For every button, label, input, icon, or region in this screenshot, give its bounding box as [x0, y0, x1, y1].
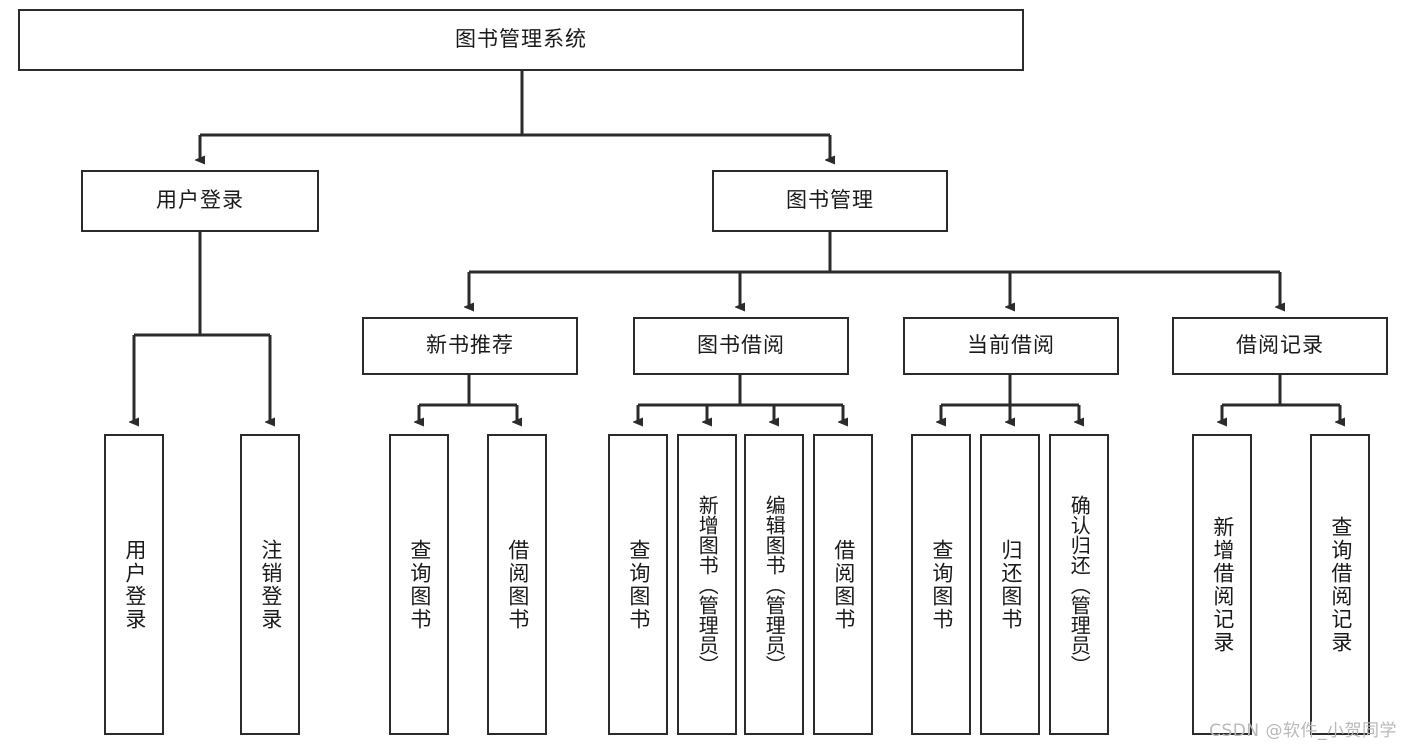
node-label: 用户登录 — [156, 188, 244, 213]
node-label: 当前借阅 — [967, 333, 1055, 358]
csdn-watermark: CSDN @软件_小贺同学 — [1209, 721, 1397, 741]
node-borrow-record[interactable]: 借阅记录 — [1172, 317, 1388, 375]
node-label: 图书管理 — [786, 188, 874, 213]
leaf-query-book-current[interactable]: 查询图书 — [911, 434, 971, 735]
node-label: 查询借阅记录 — [1328, 515, 1353, 654]
leaf-add-borrow-record[interactable]: 新增借阅记录 — [1192, 434, 1252, 735]
node-label: 新增借阅记录 — [1210, 515, 1235, 654]
leaf-query-borrow-record[interactable]: 查询借阅记录 — [1310, 434, 1370, 735]
node-label: 归还图书 — [998, 538, 1023, 631]
leaf-edit-book-admin[interactable]: 编辑图书（管理员） — [744, 434, 804, 735]
node-label: 用户登录 — [122, 538, 147, 631]
leaf-user-logout[interactable]: 注销登录 — [240, 434, 300, 735]
node-new-book-recommend[interactable]: 新书推荐 — [362, 317, 578, 375]
node-label: 图书借阅 — [697, 333, 785, 358]
node-label: 确认归还（管理员） — [1067, 494, 1092, 675]
node-book-borrow[interactable]: 图书借阅 — [633, 317, 849, 375]
node-user-login[interactable]: 用户登录 — [81, 170, 319, 232]
node-current-borrow[interactable]: 当前借阅 — [903, 317, 1119, 375]
leaf-borrow-book-recommend[interactable]: 借阅图书 — [487, 434, 547, 735]
node-root-system[interactable]: 图书管理系统 — [18, 9, 1024, 71]
node-label: 借阅图书 — [505, 538, 530, 631]
node-label: 编辑图书（管理员） — [762, 494, 787, 675]
leaf-confirm-return-admin[interactable]: 确认归还（管理员） — [1049, 434, 1109, 735]
node-label: 借阅图书 — [831, 538, 856, 631]
node-label: 注销登录 — [258, 538, 283, 631]
node-label: 新增图书（管理员） — [695, 494, 720, 675]
node-book-management[interactable]: 图书管理 — [712, 170, 948, 232]
leaf-user-login[interactable]: 用户登录 — [104, 434, 164, 735]
node-label: 查询图书 — [626, 538, 651, 631]
leaf-query-book-borrow[interactable]: 查询图书 — [608, 434, 668, 735]
node-label: 借阅记录 — [1236, 333, 1324, 358]
leaf-return-book[interactable]: 归还图书 — [980, 434, 1040, 735]
node-label: 查询图书 — [929, 538, 954, 631]
leaf-add-book-admin[interactable]: 新增图书（管理员） — [677, 434, 737, 735]
leaf-borrow-book[interactable]: 借阅图书 — [813, 434, 873, 735]
leaf-query-book-recommend[interactable]: 查询图书 — [389, 434, 449, 735]
node-label: 图书管理系统 — [455, 27, 587, 52]
node-label: 查询图书 — [407, 538, 432, 631]
node-label: 新书推荐 — [426, 333, 514, 358]
